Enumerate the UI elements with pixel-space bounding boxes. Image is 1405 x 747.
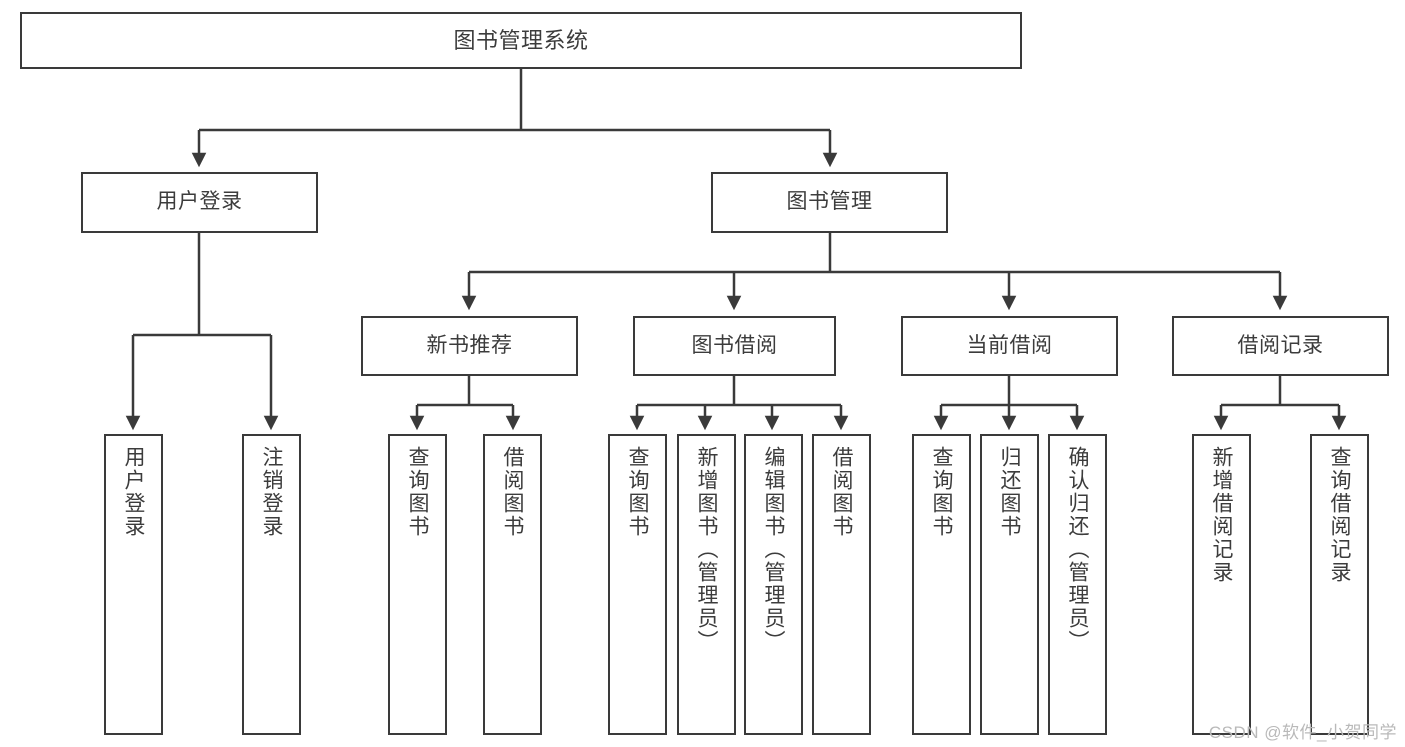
node-label: 图书管理 [786, 190, 873, 214]
node-label: 借阅图书 [830, 446, 853, 538]
node-label: 借阅记录 [1237, 333, 1324, 357]
node-book-management[interactable]: 图书管理 [711, 172, 948, 233]
node-label: 编辑图书（管理员） [762, 446, 785, 653]
node-leaf-edit-book-admin[interactable]: 编辑图书（管理员） [744, 434, 803, 735]
node-label: 新增图书（管理员） [695, 446, 718, 653]
node-label: 查询借阅记录 [1328, 446, 1351, 584]
node-label: 当前借阅 [966, 333, 1053, 357]
watermark: CSDN @软件_小贺同学 [1208, 723, 1397, 742]
node-leaf-return-book[interactable]: 归还图书 [980, 434, 1039, 735]
node-leaf-query-borrow-record[interactable]: 查询借阅记录 [1310, 434, 1369, 735]
node-borrow-record[interactable]: 借阅记录 [1172, 316, 1389, 376]
node-label: 确认归还（管理员） [1066, 446, 1089, 653]
node-label: 图书管理系统 [453, 27, 589, 53]
node-book-borrow[interactable]: 图书借阅 [633, 316, 836, 376]
node-leaf-borrow-book-recommend[interactable]: 借阅图书 [483, 434, 542, 735]
node-label: 图书借阅 [691, 333, 778, 357]
node-label: 借阅图书 [501, 446, 524, 538]
node-label: 查询图书 [626, 446, 649, 538]
node-leaf-confirm-return-admin[interactable]: 确认归还（管理员） [1048, 434, 1107, 735]
node-new-book-recommend[interactable]: 新书推荐 [361, 316, 578, 376]
node-label: 注销登录 [260, 446, 283, 538]
node-user-login[interactable]: 用户登录 [81, 172, 318, 233]
node-label: 查询图书 [930, 446, 953, 538]
node-leaf-user-login[interactable]: 用户登录 [104, 434, 163, 735]
node-label: 新增借阅记录 [1210, 446, 1233, 584]
node-label: 归还图书 [998, 446, 1021, 538]
node-label: 查询图书 [406, 446, 429, 538]
node-leaf-query-book-borrow[interactable]: 查询图书 [608, 434, 667, 735]
node-leaf-add-book-admin[interactable]: 新增图书（管理员） [677, 434, 736, 735]
node-label: 新书推荐 [426, 333, 513, 357]
node-root-system[interactable]: 图书管理系统 [20, 12, 1022, 69]
node-leaf-query-book-current[interactable]: 查询图书 [912, 434, 971, 735]
node-leaf-query-book-recommend[interactable]: 查询图书 [388, 434, 447, 735]
node-label: 用户登录 [122, 446, 145, 538]
node-label: 用户登录 [156, 190, 243, 214]
node-current-borrow[interactable]: 当前借阅 [901, 316, 1118, 376]
node-leaf-logout[interactable]: 注销登录 [242, 434, 301, 735]
node-leaf-borrow-book[interactable]: 借阅图书 [812, 434, 871, 735]
node-leaf-add-borrow-record[interactable]: 新增借阅记录 [1192, 434, 1251, 735]
